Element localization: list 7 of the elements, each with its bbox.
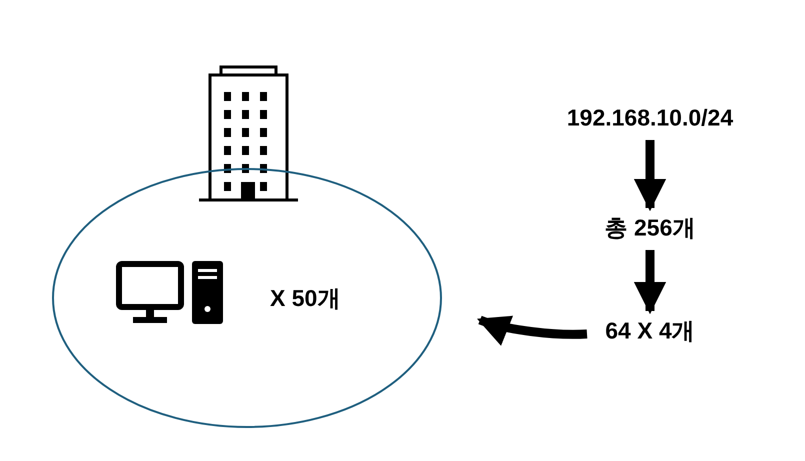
total-label: 총 256개 bbox=[604, 214, 696, 242]
count-label: X 50개 bbox=[270, 284, 340, 313]
arrow bbox=[634, 250, 666, 314]
arrow bbox=[634, 140, 666, 212]
arrow bbox=[476, 314, 588, 346]
split-label: 64 X 4개 bbox=[605, 316, 695, 346]
address-label: 192.168.10.0/24 bbox=[566, 104, 734, 132]
